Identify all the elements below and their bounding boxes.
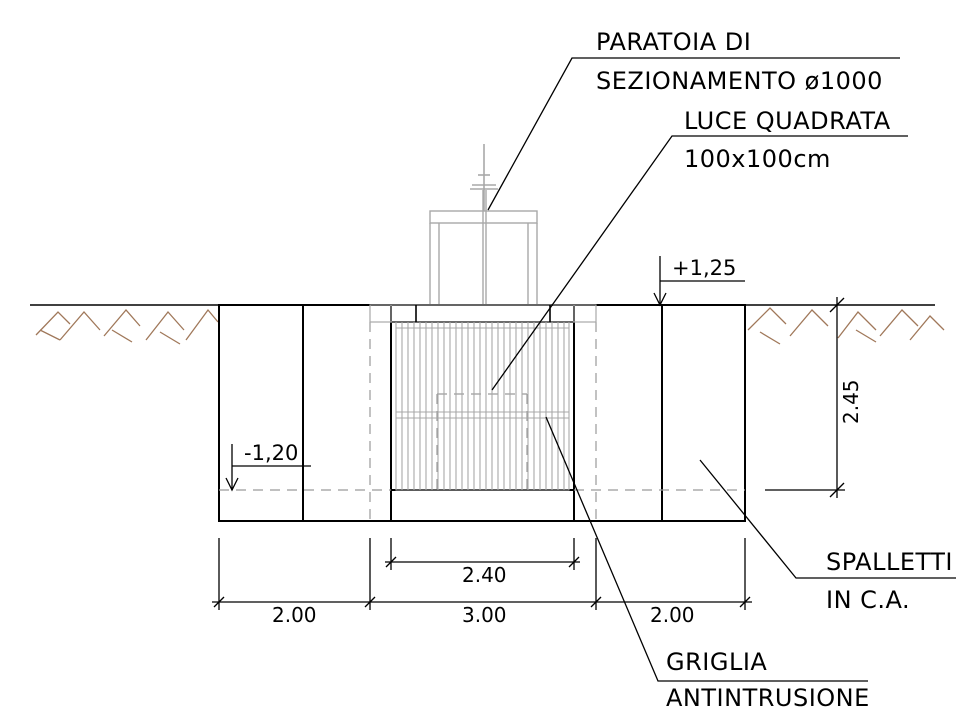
ground-hatch-left — [35, 308, 219, 345]
inner-span-dimension — [385, 538, 580, 570]
elevation-top-label: +1,25 — [672, 256, 736, 280]
elevation-bottom-label: -1,20 — [244, 441, 298, 465]
leader-gate — [487, 57, 900, 211]
antintrusion-grid — [395, 321, 570, 491]
grid-label-line1: GRIGLIA — [666, 648, 767, 676]
height-dimension-label: 2.45 — [839, 379, 863, 424]
top-grid-edge — [415, 305, 551, 322]
grid-label-line2: ANTINTRUSIONE — [666, 684, 870, 711]
handwheel-icon — [470, 144, 498, 211]
gate-guides — [369, 304, 597, 323]
gate-frame — [429, 190, 538, 305]
hidden-lines — [219, 322, 745, 521]
height-dimension — [765, 297, 845, 498]
gate-label-line1: PARATOIA DI — [596, 28, 751, 56]
inner-span-label: 2.40 — [462, 563, 507, 587]
ground-hatch-right — [747, 307, 945, 345]
left-span-label: 2.00 — [272, 603, 317, 627]
leader-walls — [699, 459, 956, 579]
overall-dimension-chain — [212, 538, 752, 610]
elevation-top-marker — [653, 256, 745, 307]
center-span-label: 3.00 — [462, 603, 507, 627]
chamber-outline — [218, 304, 746, 522]
right-span-label: 2.00 — [650, 603, 695, 627]
leader-grid — [545, 416, 868, 682]
grid-bars — [401, 322, 565, 490]
gate-label-line2: SEZIONAMENTO ø1000 — [596, 67, 883, 95]
opening-label-line1: LUCE QUADRATA — [684, 107, 891, 135]
walls-label-line1: SPALLETTI — [826, 548, 953, 576]
walls-label-line2: IN C.A. — [826, 586, 910, 614]
leader-opening — [491, 135, 908, 391]
opening-label-line2: 100x100cm — [684, 145, 831, 173]
elevation-bottom-marker — [225, 444, 311, 492]
